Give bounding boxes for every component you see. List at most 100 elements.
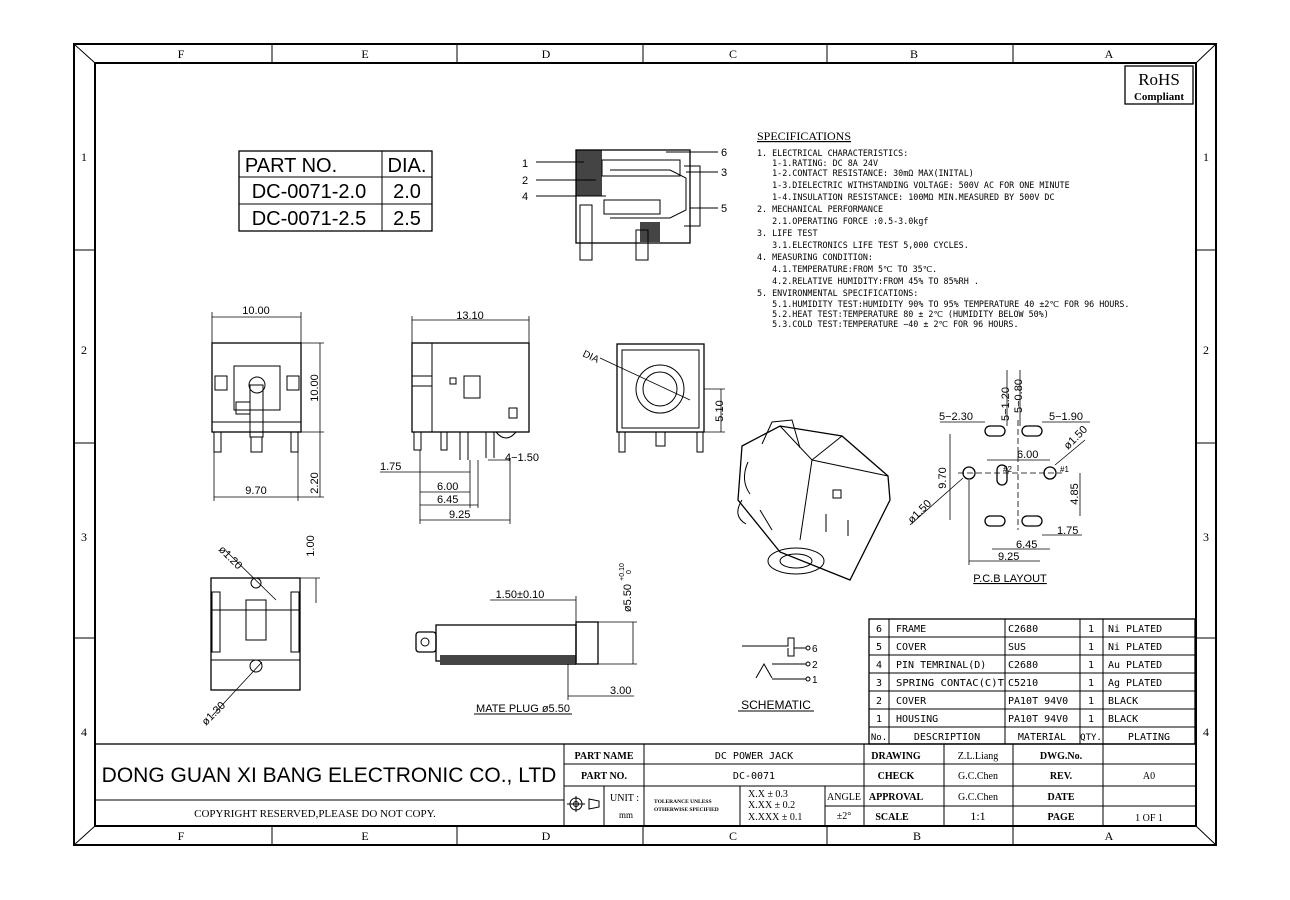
pcb-dim-d: 5−1.90: [1049, 411, 1083, 423]
zone-left-1: 1: [81, 150, 87, 164]
part-table-header-dia: DIA.: [388, 155, 427, 177]
pcb-dim-j: 1.75: [1057, 525, 1078, 537]
zone-top-c: C: [729, 47, 737, 61]
front-view: 10.00 10.00 2.20 9.70: [211, 305, 324, 501]
bom-cell: BLACK: [1108, 714, 1138, 725]
zone-top-b: B: [910, 47, 918, 61]
bom-cell: Ni PLATED: [1108, 624, 1162, 635]
zone-right-2: 2: [1203, 343, 1209, 357]
check-value: G.C.Chen: [958, 771, 998, 782]
spec-line: 5.1.HUMIDITY TEST:HUMIDITY 90% TO 95% TE…: [757, 299, 1129, 309]
tolerance-note-2: OTHERWISE SPECIFIED: [654, 807, 719, 813]
callout-2: 2: [522, 175, 528, 187]
dim-front-height: 10.00: [309, 374, 321, 402]
section-view: 1 2 4 6 3 5: [522, 147, 727, 261]
spec-line: 1-3.DIELECTRIC WITHSTANDING VOLTAGE: 500…: [757, 180, 1070, 190]
zone-top-d: D: [542, 47, 551, 61]
dim-end-dia: DIA: [581, 349, 601, 366]
spec-line: 4. MEASURING CONDITION:: [757, 252, 873, 262]
pcb-title: P.C.B LAYOUT: [973, 573, 1047, 585]
dim-side-600: 6.00: [437, 481, 458, 493]
zone-left-4: 4: [81, 725, 87, 739]
spec-line: 1-4.INSULATION RESISTANCE: 100MΩ MIN.MEA…: [757, 192, 1055, 202]
spec-title: SPECIFICATIONS: [757, 129, 851, 143]
zone-top-a: A: [1105, 47, 1114, 61]
part-number-table: PART NO. DIA. DC-0071-2.0 2.0 DC-0071-2.…: [238, 150, 433, 232]
pcb-dim-c: 5−0.80: [1013, 379, 1025, 413]
part-table-cell: DC-0071-2.0: [252, 181, 367, 203]
spec-line: 3. LIFE TEST: [757, 228, 818, 238]
pcb-layout: #2 #1 5−2.30 5−1.90 5−1.20 5−0.80 6.00 9…: [906, 370, 1090, 585]
zone-left-3: 3: [81, 530, 87, 544]
rohs-badge: RoHS Compliant: [1124, 65, 1194, 105]
company-name: DONG GUAN XI BANG ELECTRONIC CO., LTD: [102, 764, 557, 787]
plug-tol-up: +0.10: [619, 563, 626, 581]
approval-value: G.C.Chen: [958, 792, 998, 803]
rev-value: A0: [1143, 771, 1155, 782]
zone-bottom-c: C: [729, 829, 737, 843]
zone-bottom-d: D: [542, 829, 551, 843]
dim-end-height: 5.10: [714, 400, 726, 421]
bom-header-material: MATERIAL: [1018, 732, 1066, 743]
zone-labels: F E D C B A F E D C B A 1 2 3 4 1 2 3 4: [81, 47, 1209, 843]
spec-line: 2. MECHANICAL PERFORMANCE: [757, 204, 883, 214]
bottom-dim-hole1: ø1.20: [216, 544, 244, 572]
label-scale: SCALE: [875, 812, 909, 823]
end-view: DIA 5.10: [581, 343, 726, 453]
zone-right-1: 1: [1203, 150, 1209, 164]
bom-cell: Au PLATED: [1108, 660, 1162, 671]
bom-header-no: No.: [871, 733, 887, 743]
pcb-dim-l: 9.25: [998, 551, 1019, 563]
schematic-pin-1: 1: [812, 675, 818, 686]
bom-cell: C2680: [1008, 624, 1038, 635]
bom-cell: Ag PLATED: [1108, 678, 1162, 689]
dim-side-pin: 4−1.50: [505, 452, 539, 464]
spec-line: 1-2.CONTACT RESISTANCE: 30mΩ MAX(INITAL): [757, 168, 974, 178]
title-block: DONG GUAN XI BANG ELECTRONIC CO., LTD CO…: [94, 743, 1197, 827]
zone-top-f: F: [178, 47, 185, 61]
spec-line: 4.2.RELATIVE HUMIDITY:FROM 45% TO 85%RH …: [757, 276, 979, 286]
plug-dim-dia: ø5.50: [622, 584, 634, 612]
schematic: 6 2 1 SCHEMATIC: [738, 637, 818, 712]
bom-header-plating: PLATING: [1128, 732, 1170, 743]
bom-cell: 1: [1088, 696, 1094, 707]
zone-left-2: 2: [81, 343, 87, 357]
part-no-value: DC-0071: [733, 771, 775, 782]
part-table-cell: 2.0: [393, 181, 421, 203]
spec-line: 4.1.TEMPERATURE:FROM 5℃ TO 35℃.: [757, 264, 937, 274]
pcb-dim-a: 5−2.30: [939, 411, 973, 423]
spec-line: 3.1.ELECTRONICS LIFE TEST 5,000 CYCLES.: [757, 240, 969, 250]
zone-bottom-f: F: [178, 829, 185, 843]
mate-plug: 1.50±0.10 ø5.50 +0.10 0 3.00 MATE PLUG ø…: [415, 563, 637, 715]
dim-side-645: 6.45: [437, 494, 458, 506]
side-view: 13.10 1.75 6.00 6.45 9.25 4−1.50: [380, 310, 539, 524]
unit-label: UNIT :: [610, 793, 639, 804]
bottom-view: ø1.20 1.00 ø1.30: [200, 535, 320, 728]
part-table-header-partno: PART NO.: [245, 155, 337, 177]
plug-title: MATE PLUG ø5.50: [476, 703, 570, 715]
pcb-dim-i: 4.85: [1069, 483, 1081, 504]
bottom-dim-hole2: ø1.30: [200, 700, 228, 728]
bom-header-qty: QTY.: [1080, 733, 1102, 743]
bom-cell: COVER: [896, 696, 927, 707]
part-table-cell: 2.5: [393, 208, 421, 230]
pcb-pin1: #1: [1060, 465, 1069, 474]
bottom-dim-offset: 1.00: [305, 535, 317, 556]
isometric-view: [737, 419, 891, 581]
dim-front-pin: 2.20: [309, 472, 321, 493]
dim-side-length: 13.10: [456, 310, 484, 322]
bom-table: 6 FRAME C2680 1 Ni PLATED 5 COVER SUS 1 …: [868, 618, 1196, 745]
zone-right-3: 3: [1203, 530, 1209, 544]
pcb-pin2: #2: [1003, 465, 1012, 474]
rohs-title: RoHS: [1138, 70, 1180, 89]
schematic-pin-2: 2: [812, 660, 818, 671]
label-date: DATE: [1047, 792, 1074, 803]
bom-cell: 1: [876, 714, 882, 725]
spec-line: 1-1.RATING: DC 8A 24V: [757, 158, 878, 168]
rohs-subtitle: Compliant: [1134, 91, 1184, 103]
angle-label: ANGLE: [827, 792, 861, 803]
zone-top-e: E: [361, 47, 368, 61]
spec-line: 1. ELECTRICAL CHARACTERISTICS:: [757, 148, 908, 158]
pcb-dim-b: 5−1.20: [1000, 387, 1012, 421]
